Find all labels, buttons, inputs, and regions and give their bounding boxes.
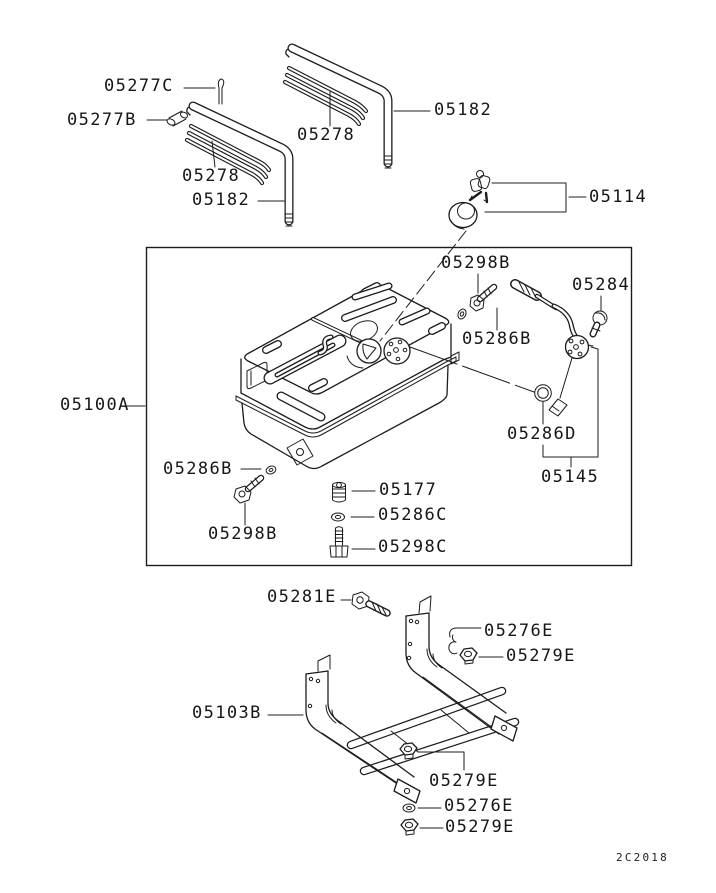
bolt-05277b-drawing	[166, 110, 189, 127]
bolt-05298c-drawing	[329, 526, 349, 558]
tank-strap-left-drawing	[184, 101, 294, 227]
tank-strap-right-drawing	[282, 43, 393, 169]
callout-05276e-bottom[interactable]: 05276E	[444, 796, 514, 816]
leader-lines	[126, 87, 602, 829]
clip-05276e-drawing	[448, 634, 458, 655]
callout-05298b-top[interactable]: 05298B	[441, 253, 511, 273]
callout-05182-left[interactable]: 05182	[192, 190, 251, 210]
washer-05276e-bottom-drawing	[402, 803, 416, 813]
grommet-05284-drawing	[589, 310, 608, 338]
fuel-gauge-sender-drawing	[510, 279, 594, 417]
callout-05278-right[interactable]: 05278	[297, 125, 356, 145]
callout-05286d[interactable]: 05286D	[507, 424, 577, 444]
bolt-05298b-top-drawing	[457, 283, 498, 320]
callout-05298c[interactable]: 05298C	[378, 537, 448, 557]
callout-05182-right[interactable]: 05182	[434, 100, 493, 120]
callout-05284[interactable]: 05284	[572, 275, 631, 295]
cotter-pin-05277c-drawing	[217, 78, 225, 105]
callout-05298b-bottom[interactable]: 05298B	[208, 524, 278, 544]
callout-05177[interactable]: 05177	[379, 480, 438, 500]
bolt-05298b-left-drawing	[233, 465, 277, 504]
callout-05286c[interactable]: 05286C	[378, 505, 448, 525]
nut-05279e-upper-drawing	[459, 647, 478, 665]
callout-05277c[interactable]: 05277C	[104, 76, 174, 96]
gasket-05286c-drawing	[331, 512, 345, 522]
drawing-code: 2C2018	[616, 851, 669, 864]
callout-05100a[interactable]: 05100A	[60, 395, 130, 415]
callout-05276e-upper[interactable]: 05276E	[484, 621, 554, 641]
fuel-cap-and-keys-drawing	[448, 170, 491, 230]
callout-05277b[interactable]: 05277B	[67, 110, 137, 130]
bolt-05281e-drawing	[351, 591, 391, 617]
main-assembly-box	[145, 246, 633, 567]
drain-plug-05177-drawing	[332, 481, 346, 503]
callout-05114[interactable]: 05114	[589, 187, 648, 207]
mounting-frame-drawing	[305, 595, 520, 804]
callout-05279e-frame[interactable]: 05279E	[429, 771, 499, 791]
fuel-tank-drawing	[235, 282, 460, 470]
callout-05286b-right[interactable]: 05286B	[462, 329, 532, 349]
nut-05279e-bottom-drawing	[400, 818, 419, 836]
callout-05279e-bottom[interactable]: 05279E	[445, 817, 515, 837]
callout-05279e-upper[interactable]: 05279E	[506, 646, 576, 666]
callout-05103b[interactable]: 05103B	[192, 703, 262, 723]
callout-05286b-left[interactable]: 05286B	[163, 459, 233, 479]
callout-05281e[interactable]: 05281E	[267, 587, 337, 607]
callout-05278-left[interactable]: 05278	[182, 166, 241, 186]
callout-05145[interactable]: 05145	[541, 467, 600, 487]
